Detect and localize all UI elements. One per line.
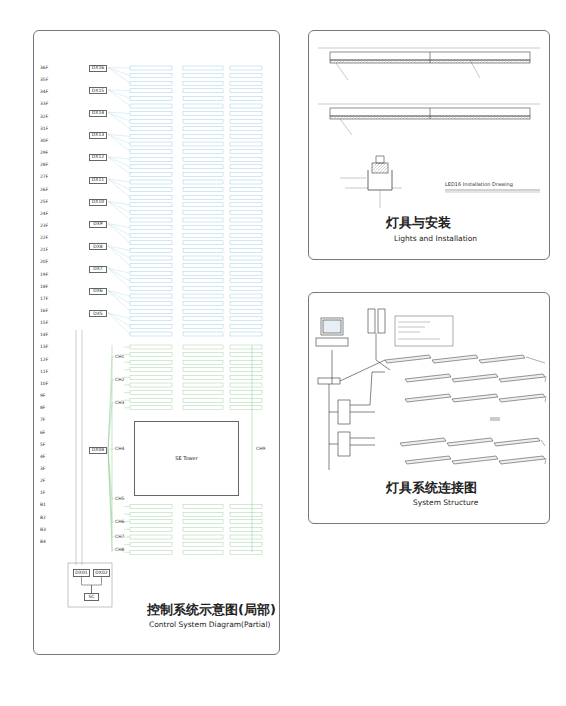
box-label: DX01 xyxy=(75,571,87,576)
floor-label: 35F xyxy=(40,78,48,83)
channel-label: CH7 xyxy=(115,535,124,540)
box-label: DX10 xyxy=(92,200,104,205)
floor-label: B1 xyxy=(40,503,46,508)
panel: 灯具系统连接图 System Structure xyxy=(308,292,550,524)
controller-box: DX12 xyxy=(89,154,107,161)
floor-label: 15F xyxy=(40,321,48,326)
box-label: DX5 xyxy=(93,312,102,317)
server-box: SC xyxy=(84,593,99,601)
caption-en: Control System Diagram(Partial) xyxy=(149,621,270,629)
connector xyxy=(92,577,102,593)
floor-label: 19F xyxy=(40,273,48,278)
channel-label: CH5 xyxy=(115,497,124,502)
floor-label: 14F xyxy=(40,333,48,338)
caption-cn: 灯具与安装 xyxy=(386,216,451,229)
floor-label: B3 xyxy=(40,528,46,533)
floor-label: 11F xyxy=(40,370,48,375)
floor-label: 23F xyxy=(40,224,48,229)
box-label: DX16 xyxy=(92,66,104,71)
floor-label: 30F xyxy=(40,139,48,144)
floor-label: 3F xyxy=(40,467,45,472)
floor-label: 18F xyxy=(40,285,48,290)
box-label: DX7 xyxy=(93,267,102,272)
box-label: DX02 xyxy=(95,571,107,576)
channel-label: CH4 xyxy=(115,447,124,452)
floor-label: 33F xyxy=(40,102,48,107)
connector xyxy=(82,577,92,593)
controller-box: DX11 xyxy=(89,177,107,184)
box-label: DX9 xyxy=(93,222,102,227)
floor-label: 4F xyxy=(40,455,45,460)
floor-label: 17F xyxy=(40,297,48,302)
controller-box: DX15 xyxy=(89,87,107,94)
channel-label: CH8 xyxy=(115,548,124,553)
floor-label: 29F xyxy=(40,151,48,156)
floor-label: 8F xyxy=(40,406,45,411)
channel-label: CH1 xyxy=(115,355,124,360)
floor-label: 21F xyxy=(40,248,48,253)
floor-label: B4 xyxy=(40,540,46,545)
floor-label: 9F xyxy=(40,394,45,399)
controller-box: DX14 xyxy=(89,110,107,117)
panel: 控制系统示意图(局部) Control System Diagram(Partia… xyxy=(33,30,280,655)
channel-label: CH9 xyxy=(256,447,265,452)
floor-label: 27F xyxy=(40,175,48,180)
box-label: SC xyxy=(89,595,95,600)
floor-label: 13F xyxy=(40,345,48,350)
floor-label: 7F xyxy=(40,418,45,423)
box-label: DX14 xyxy=(92,111,104,116)
drawing-title: LED16 Installation Drawing xyxy=(445,182,513,187)
floor-label: 20F xyxy=(40,260,48,265)
tower-box: SE Tower xyxy=(134,421,239,496)
box-label: DX6 xyxy=(93,289,102,294)
box-label: DX13 xyxy=(92,133,104,138)
box-label: DX04 xyxy=(92,448,104,453)
controller-box: DX8 xyxy=(89,243,107,250)
caption-en: Lights and Installation xyxy=(394,235,477,243)
floor-label: 31F xyxy=(40,127,48,132)
caption-cn: 灯具系统连接图 xyxy=(386,481,477,494)
box-label: SE Tower xyxy=(175,456,197,461)
controller-box: DX5 xyxy=(89,310,107,317)
controller-box: DX7 xyxy=(89,266,107,273)
box-label: DX12 xyxy=(92,155,104,160)
floor-label: 22F xyxy=(40,236,48,241)
floor-label: 25F xyxy=(40,200,48,205)
controller-box: DX02 xyxy=(93,569,110,577)
panel: 灯具与安装 Lights and Installation xyxy=(308,30,550,260)
floor-label: 12F xyxy=(40,358,48,363)
floor-label: 26F xyxy=(40,188,48,193)
controller-box: DX16 xyxy=(89,65,107,72)
floor-label: 2F xyxy=(40,479,45,484)
floor-label: 16F xyxy=(40,309,48,314)
controller-box: DX10 xyxy=(89,199,107,206)
floor-label: 32F xyxy=(40,115,48,120)
floor-label: 24F xyxy=(40,212,48,217)
channel-label: CH6 xyxy=(115,520,124,525)
floor-label: 28F xyxy=(40,163,48,168)
caption-en: System Structure xyxy=(413,499,478,507)
box-label: DX15 xyxy=(92,89,104,94)
controller-box: DX01 xyxy=(73,569,90,577)
floor-label: 5F xyxy=(40,443,45,448)
floor-label: 34F xyxy=(40,90,48,95)
controller-box: DX9 xyxy=(89,221,107,228)
channel-label: CH3 xyxy=(115,401,124,406)
box-label: DX8 xyxy=(93,245,102,250)
floor-label: B2 xyxy=(40,516,46,521)
caption-cn: 控制系统示意图(局部) xyxy=(147,603,276,616)
controller-box: DX04 xyxy=(89,447,107,454)
box-label: DX11 xyxy=(92,178,104,183)
floor-label: 6F xyxy=(40,431,45,436)
floor-label: 36F xyxy=(40,66,48,71)
controller-box: DX13 xyxy=(89,132,107,139)
floor-label: 1F xyxy=(40,491,45,496)
controller-box: DX6 xyxy=(89,288,107,295)
floor-label: 10F xyxy=(40,382,48,387)
channel-label: CH2 xyxy=(115,378,124,383)
